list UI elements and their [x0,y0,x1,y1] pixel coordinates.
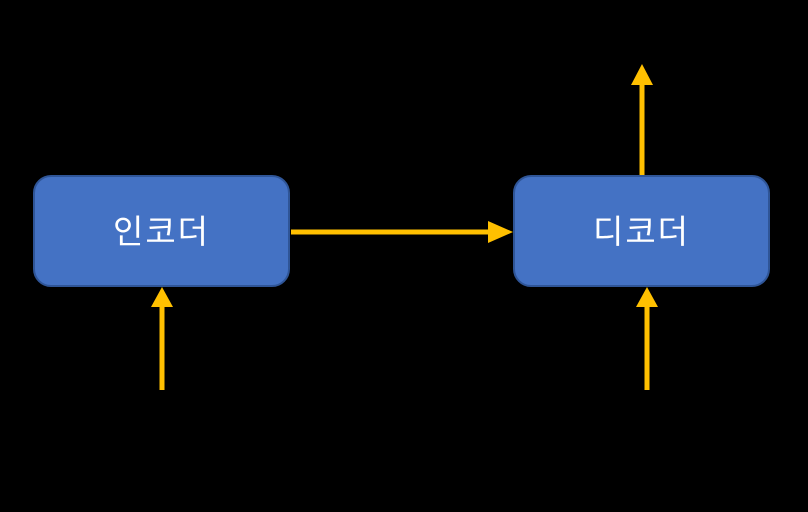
decoder-output-arrow [631,64,653,176]
encoder-to-decoder-arrow [291,221,513,243]
encoder-input-arrow [151,287,173,390]
encoder-label: 인코더 [112,212,211,250]
decoder-node: 디코더 [513,175,770,287]
encoder-node: 인코더 [33,175,290,287]
decoder-label: 디코더 [592,212,691,250]
decoder-input-arrow [636,287,658,390]
